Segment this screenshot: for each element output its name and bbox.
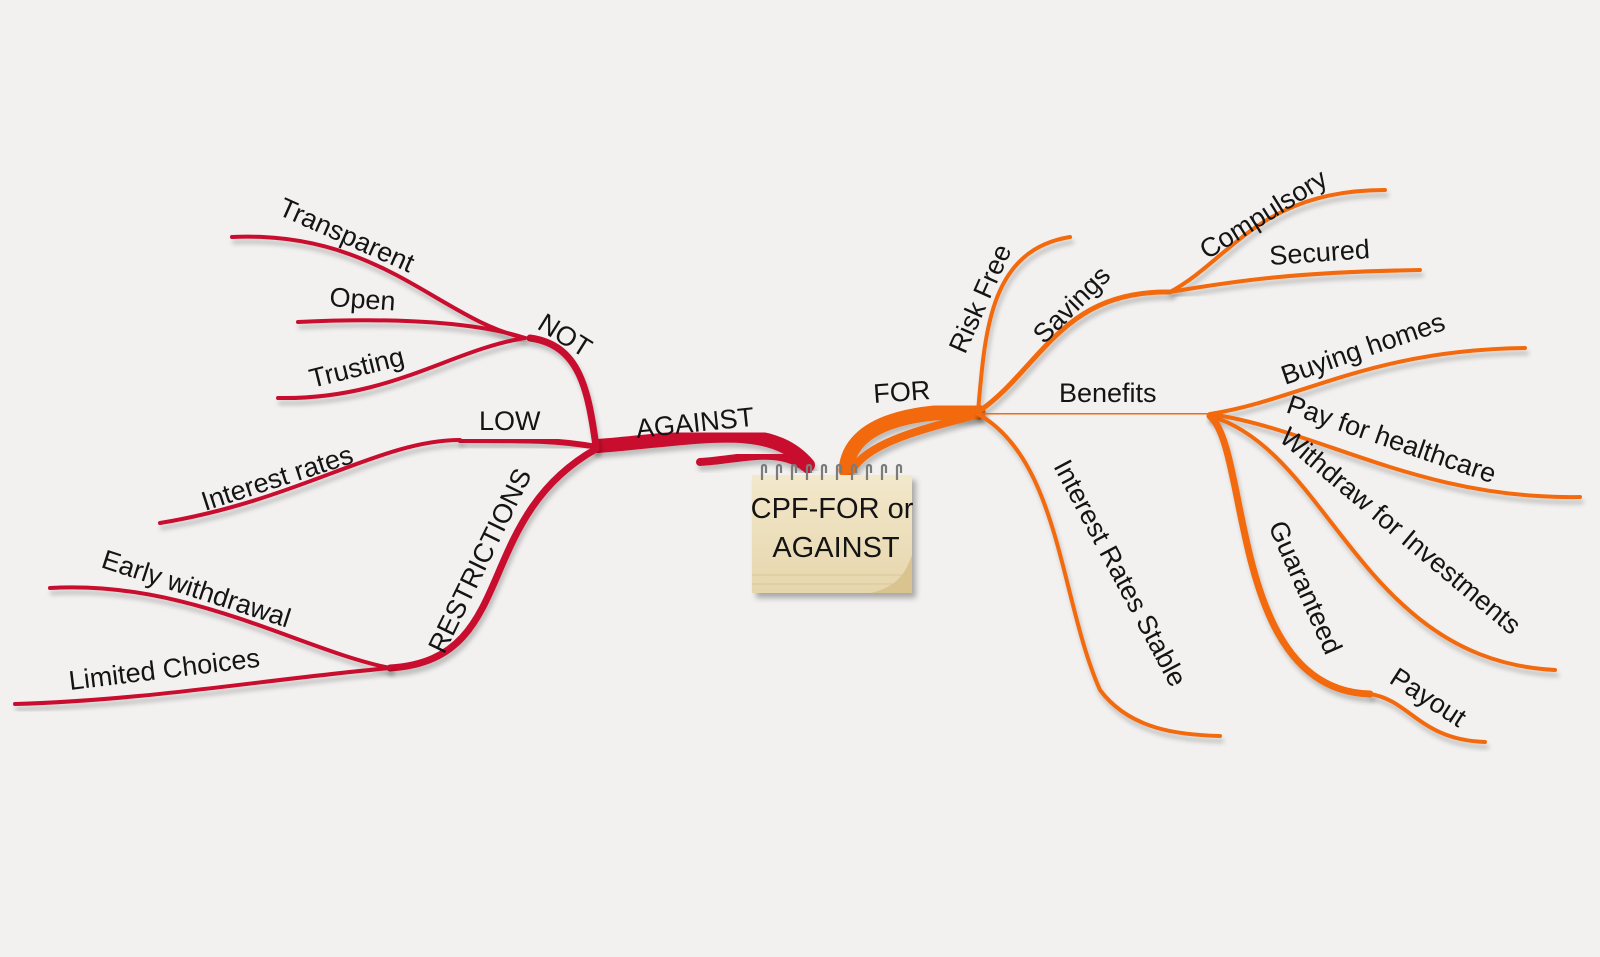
limited-choices-branch bbox=[13, 666, 392, 706]
center-title-line2: AGAINST bbox=[772, 532, 900, 564]
for-branches bbox=[838, 188, 1582, 744]
guaranteed-branch bbox=[1206, 412, 1374, 698]
node-for[interactable]: FOR bbox=[872, 375, 931, 409]
interest-rates-branch bbox=[158, 438, 462, 525]
node-interest-rates[interactable]: Interest rates bbox=[198, 439, 357, 516]
low-branch bbox=[457, 437, 599, 450]
node-buying-homes[interactable]: Buying homes bbox=[1277, 307, 1449, 391]
node-interest-rates-stable[interactable]: Interest Rates Stable bbox=[1048, 455, 1193, 692]
interest-rates-stable-branch bbox=[976, 412, 1222, 738]
savings-branch bbox=[975, 289, 1173, 415]
central-topic[interactable]: CPF-FOR or AGAINST bbox=[751, 463, 914, 593]
risk-free-branch bbox=[976, 235, 1072, 414]
for-trunk bbox=[838, 404, 986, 478]
benefits-branch bbox=[975, 410, 1213, 417]
node-risk-free[interactable]: Risk Free bbox=[943, 240, 1017, 358]
node-open[interactable]: Open bbox=[329, 282, 397, 317]
against-trunk bbox=[591, 428, 815, 472]
notepad-icon bbox=[752, 463, 912, 593]
node-early-withdrawal[interactable]: Early withdrawal bbox=[98, 544, 294, 633]
restrictions-branch bbox=[386, 445, 600, 672]
node-low[interactable]: LOW bbox=[479, 406, 541, 436]
node-secured[interactable]: Secured bbox=[1268, 234, 1370, 271]
for-trunk-taper bbox=[848, 410, 982, 474]
transparent-branch bbox=[230, 234, 527, 340]
pay-for-healthcare-branch bbox=[1208, 412, 1582, 500]
early-withdrawal-branch bbox=[48, 585, 392, 670]
against-trunk-taper bbox=[696, 451, 812, 474]
against-branches bbox=[13, 234, 815, 706]
not-branch bbox=[526, 334, 600, 450]
payout-branch bbox=[1368, 692, 1487, 744]
trusting-branch bbox=[276, 336, 527, 401]
node-payout[interactable]: Payout bbox=[1385, 662, 1472, 733]
withdraw-for-investments-branch bbox=[1208, 414, 1557, 672]
node-restrictions[interactable]: RESTRICTIONS bbox=[422, 464, 537, 658]
open-branch bbox=[296, 318, 527, 340]
node-transparent[interactable]: Transparent bbox=[275, 192, 420, 278]
secured-branch bbox=[1168, 268, 1422, 294]
compulsory-branch bbox=[1168, 188, 1387, 294]
center-title-line1: CPF-FOR or bbox=[751, 493, 914, 525]
node-benefits[interactable]: Benefits bbox=[1059, 378, 1157, 408]
node-limited-choices[interactable]: Limited Choices bbox=[67, 643, 261, 696]
node-guaranteed[interactable]: Guaranteed bbox=[1263, 516, 1348, 658]
buying-homes-branch bbox=[1208, 346, 1527, 416]
node-trusting[interactable]: Trusting bbox=[306, 341, 407, 393]
for-labels: FOR Risk Free Savings Compulsory Secured… bbox=[872, 163, 1526, 733]
